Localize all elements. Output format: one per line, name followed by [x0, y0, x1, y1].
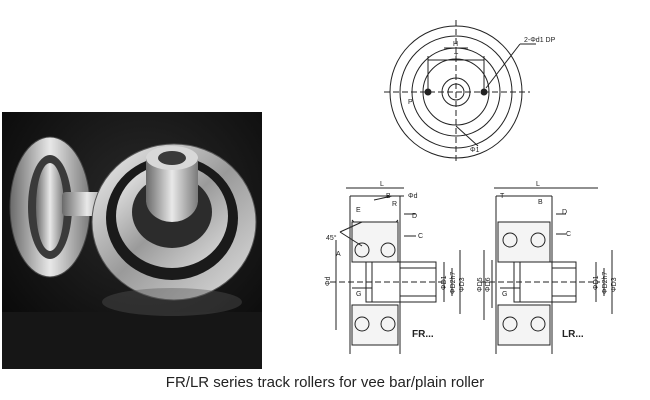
lr-section-drawing: [480, 187, 613, 354]
fr-tag: FR...: [412, 329, 434, 340]
lr-t-label: T: [500, 193, 505, 200]
fr-d4-label: Φd: [325, 276, 332, 286]
lr-d6-label: ΦD6: [485, 277, 492, 292]
fr-d3-label: Φd: [408, 193, 418, 200]
front-f-label: Φ1: [470, 147, 480, 154]
fr-d-label: D: [412, 213, 417, 220]
lr-d1-label: ΦD1: [593, 275, 600, 290]
fr-d2-label: ΦD2h7: [450, 272, 457, 294]
fr-b-label: B: [386, 193, 391, 200]
right-roller: [91, 143, 257, 316]
fr-l-label: L: [380, 181, 384, 188]
fr-e-label: E: [356, 207, 361, 214]
hole-note: 2-Φd1 DP: [524, 37, 556, 44]
lr-d-label: D: [562, 209, 567, 216]
figure-caption: FR/LR series track rollers for vee bar/p…: [165, 374, 485, 391]
fr-a-label: A: [336, 251, 341, 258]
fr-section-drawing: [330, 187, 461, 354]
lr-tag: LR...: [562, 329, 584, 340]
lr-g-label: G: [502, 291, 507, 298]
lr-l-label: L: [536, 181, 540, 188]
lr-d2-label: ΦD2h7: [602, 272, 609, 294]
lr-d5-label: ΦD5: [477, 277, 484, 292]
fr-r-label: R: [392, 201, 397, 208]
front-view-drawing: [384, 20, 536, 164]
lr-c-label: C: [566, 231, 571, 238]
front-p-label: P: [408, 99, 413, 106]
lr-d3-label: ΦD3: [611, 277, 618, 292]
fr-d1-label: ΦD1: [441, 275, 448, 290]
fr-d3b-label: ΦD3: [459, 277, 466, 292]
fr-g-label: G: [356, 291, 361, 298]
fr-angle-label: 45°: [326, 234, 337, 242]
lr-b-label: B: [538, 199, 543, 206]
front-t-label: T: [454, 53, 459, 60]
fr-c-label: C: [418, 233, 423, 240]
product-photo: [2, 112, 262, 369]
front-h-label: H: [453, 41, 458, 48]
